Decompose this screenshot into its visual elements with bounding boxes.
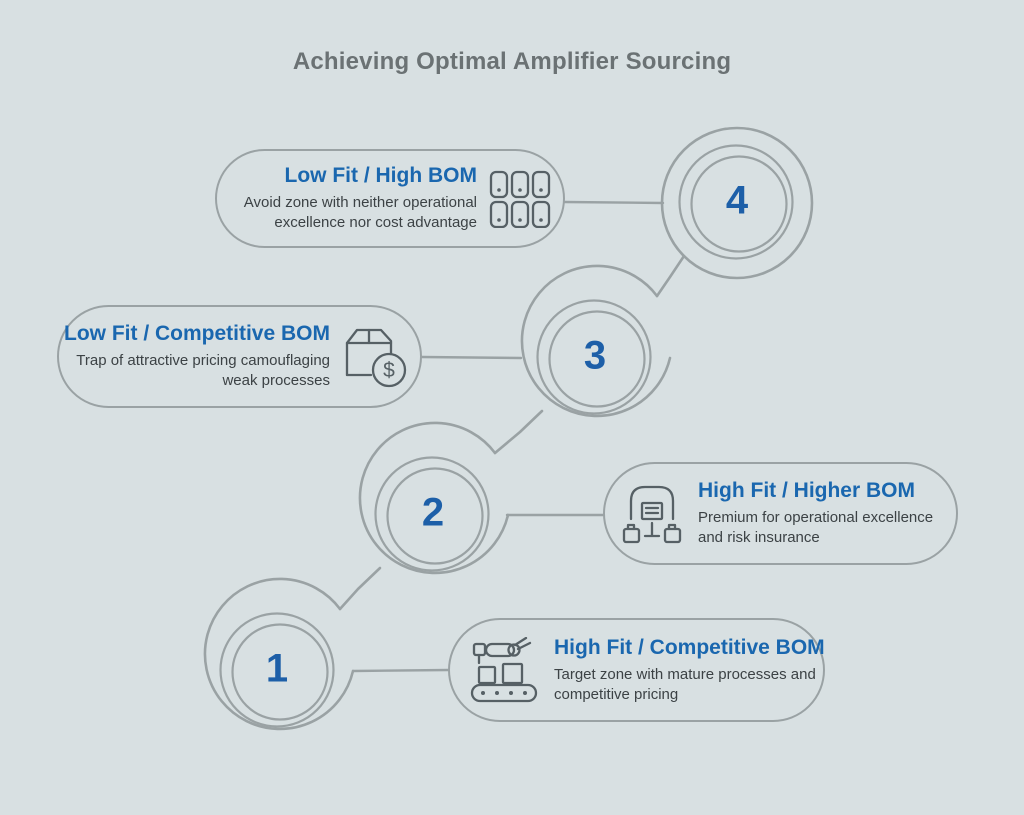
warehouse-distribution-icon xyxy=(622,485,682,543)
connector-3-4 xyxy=(655,254,686,298)
step-label-1: High Fit / Competitive BOM Target zone w… xyxy=(448,618,825,722)
step-label-4-text: Low Fit / High BOM Avoid zone with neith… xyxy=(225,164,477,233)
step-label-3: Low Fit / Competitive BOM Trap of attrac… xyxy=(57,305,422,408)
step-4-heading: Low Fit / High BOM xyxy=(284,164,477,188)
step-4-description: Avoid zone with neither operational exce… xyxy=(243,194,477,231)
step-label-2: High Fit / Higher BOM Premium for operat… xyxy=(603,462,958,565)
step-3-description: Trap of attractive pricing camouflaging … xyxy=(76,352,330,389)
step-circle-2 xyxy=(358,421,510,575)
label-connector-1 xyxy=(351,668,450,673)
label-connector-3 xyxy=(420,355,523,360)
step-2-heading: High Fit / Higher BOM xyxy=(698,479,915,503)
step-1-heading: High Fit / Competitive BOM xyxy=(554,635,825,659)
step-2-description: Premium for operational excellence and r… xyxy=(698,509,934,546)
page-title: Achieving Optimal Amplifier Sourcing xyxy=(292,48,732,75)
step-circle-3 xyxy=(520,264,672,418)
step-number-1: 1 xyxy=(265,646,289,691)
step-label-1-text: High Fit / Competitive BOM Target zone w… xyxy=(554,636,827,705)
component-grid-icon xyxy=(489,170,551,228)
step-number-2: 2 xyxy=(421,490,445,535)
step-label-3-text: Low Fit / Competitive BOM Trap of attrac… xyxy=(49,322,330,391)
connector-1-2 xyxy=(338,566,382,611)
robot-arm-conveyor-icon xyxy=(470,637,538,703)
step-1-description: Target zone with mature processes and co… xyxy=(554,665,816,703)
step-label-2-text: High Fit / Higher BOM Premium for operat… xyxy=(698,479,950,548)
svg-text:$: $ xyxy=(383,359,395,382)
connector-2-3 xyxy=(493,409,544,455)
step-number-4: 4 xyxy=(725,178,749,223)
step-circle-1 xyxy=(203,577,355,731)
step-3-heading: Low Fit / Competitive BOM xyxy=(64,322,330,346)
step-label-4: Low Fit / High BOM Avoid zone with neith… xyxy=(215,149,565,248)
package-dollar-icon: $ xyxy=(345,328,407,387)
label-connector-4 xyxy=(563,200,665,205)
step-number-3: 3 xyxy=(583,333,607,378)
